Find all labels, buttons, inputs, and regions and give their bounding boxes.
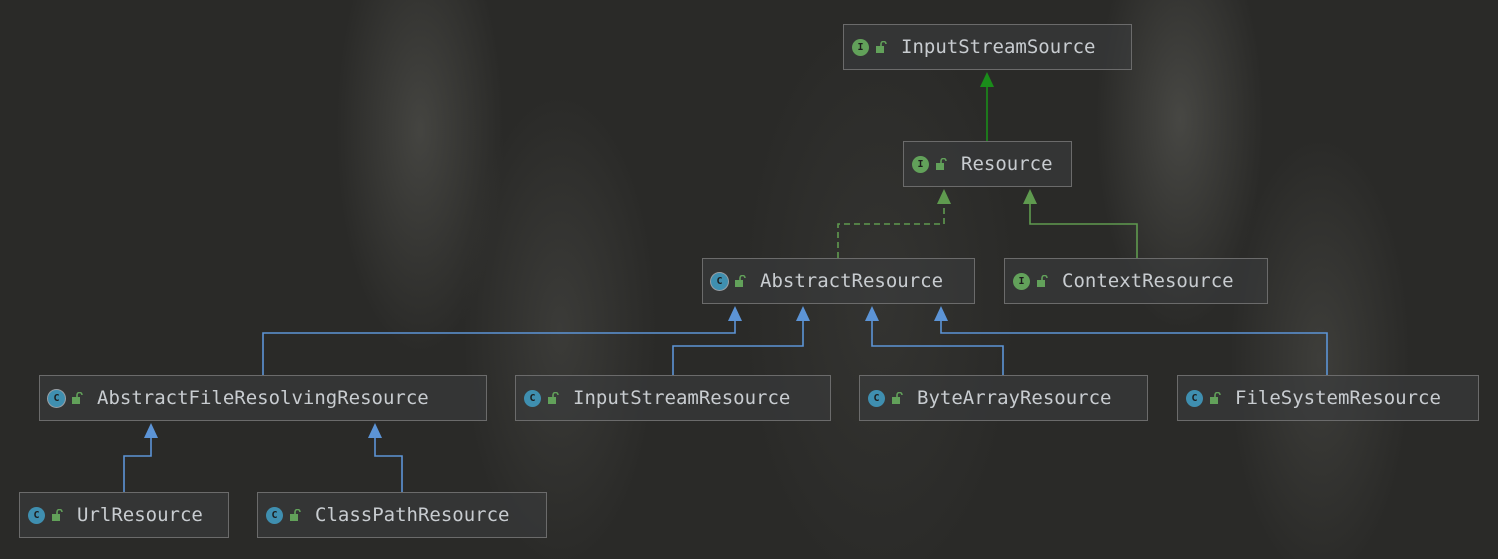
node-label: InputStreamResource [573,387,791,409]
node-abstract-file-resolving-resource[interactable]: C AbstractFileResolvingResource [39,375,487,421]
unlocked-padlock-icon [290,509,301,521]
node-label: ContextResource [1062,270,1234,292]
unlocked-padlock-icon [1210,392,1221,404]
arrowhead-extends [934,306,948,321]
class-icon: C [266,506,283,524]
class-icon: C [524,389,541,407]
node-input-stream-resource[interactable]: C InputStreamResource [515,375,831,421]
interface-icon: I [1013,272,1030,290]
node-context-resource[interactable]: I ContextResource [1004,258,1268,304]
arrowhead-extends [796,306,810,321]
abstract-class-icon: C [48,389,65,407]
unlocked-padlock-icon [1037,275,1048,287]
edge-class-path-resource-to-abstract-file-resolving-resource [374,437,403,492]
node-label: AbstractFileResolvingResource [97,387,429,409]
arrowhead-extends-interface [1023,189,1037,204]
arrowhead-extends-interface [980,72,994,87]
node-abstract-resource[interactable]: C AbstractResource [702,258,975,304]
edge-byte-array-resource-to-abstract-resource [871,320,1004,375]
unlocked-padlock-icon [892,392,903,404]
node-class-path-resource[interactable]: C ClassPathResource [257,492,547,538]
node-input-stream-source[interactable]: I InputStreamSource [843,24,1132,70]
unlocked-padlock-icon [936,158,947,170]
node-label: InputStreamSource [901,36,1096,58]
arrowhead-implements [937,189,951,204]
unlocked-padlock-icon [72,392,83,404]
edge-context-resource-to-resource [1029,203,1138,258]
node-label: Resource [961,153,1053,175]
unlocked-padlock-icon [876,41,887,53]
node-label: FileSystemResource [1235,387,1441,409]
abstract-class-icon: C [711,272,728,290]
node-label: ClassPathResource [315,504,510,526]
edge-abstract-resource-to-resource [837,203,945,258]
class-icon: C [868,389,885,407]
edge-abstract-file-resolving-resource-to-abstract-resource [262,320,736,375]
arrowhead-extends [865,306,879,321]
edge-input-stream-resource-to-abstract-resource [672,320,804,375]
node-file-system-resource[interactable]: C FileSystemResource [1177,375,1479,421]
edge-url-resource-to-abstract-file-resolving-resource [123,437,152,492]
node-byte-array-resource[interactable]: C ByteArrayResource [859,375,1148,421]
arrowhead-extends [368,423,382,438]
unlocked-padlock-icon [735,275,746,287]
class-icon: C [1186,389,1203,407]
node-url-resource[interactable]: C UrlResource [19,492,229,538]
node-label: ByteArrayResource [917,387,1112,409]
interface-icon: I [912,155,929,173]
unlocked-padlock-icon [52,509,63,521]
arrowhead-extends [144,423,158,438]
node-resource[interactable]: I Resource [903,141,1072,187]
arrowhead-extends [728,306,742,321]
node-label: UrlResource [77,504,203,526]
unlocked-padlock-icon [548,392,559,404]
edge-file-system-resource-to-abstract-resource [940,320,1328,375]
class-icon: C [28,506,45,524]
interface-icon: I [852,38,869,56]
node-label: AbstractResource [760,270,944,292]
